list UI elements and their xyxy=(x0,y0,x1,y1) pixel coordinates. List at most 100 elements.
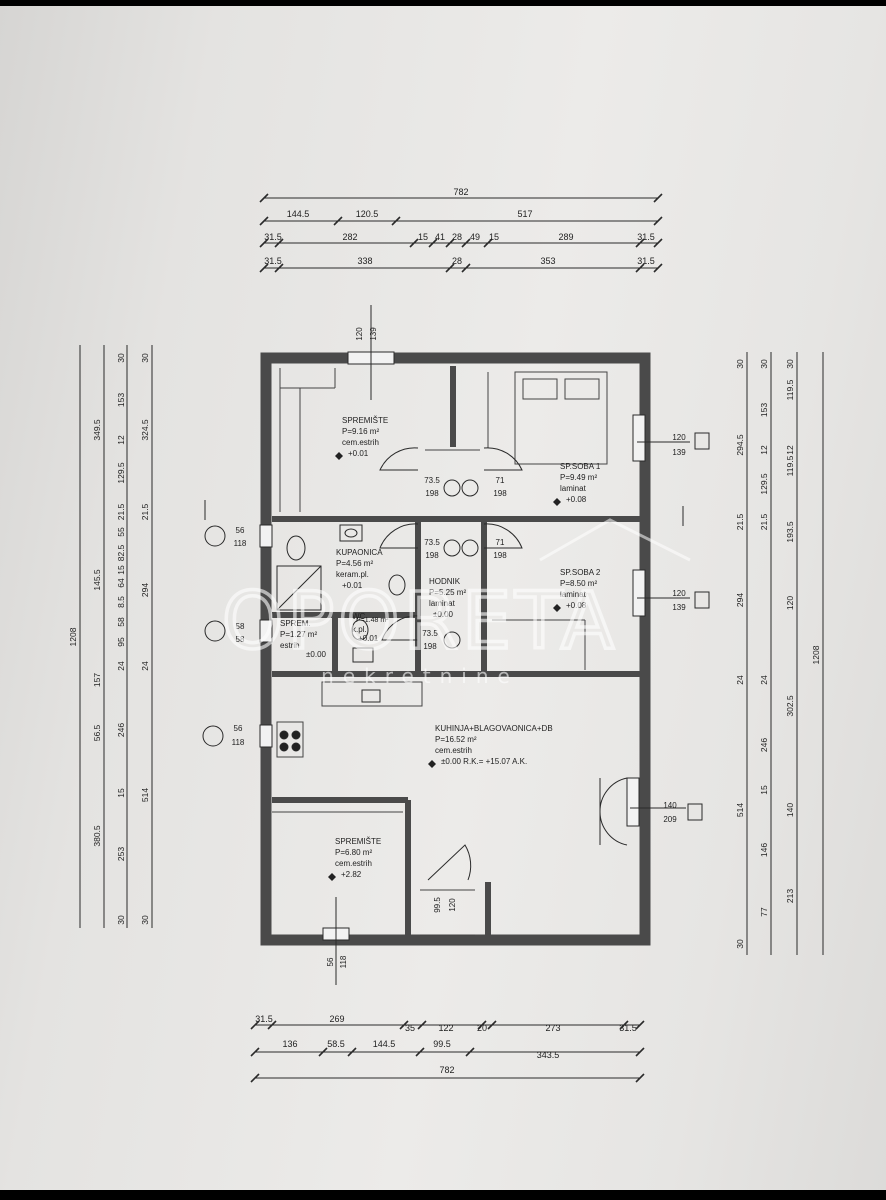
dim-label: 99.5 xyxy=(433,1039,451,1049)
dim-label: 517 xyxy=(517,209,532,219)
room-wc: WC P=1.48 m² k.pl. +0.01 xyxy=(352,612,389,643)
dim-label: 282 xyxy=(342,232,357,242)
room-floor: estrih xyxy=(280,641,300,650)
dim-label: 140 xyxy=(785,803,795,817)
opening-height: 139 xyxy=(369,327,378,341)
room-level: ±0.00 R.K.= +15.07 A.K. xyxy=(441,757,527,766)
door-height: 120 xyxy=(448,898,457,912)
door-height: 198 xyxy=(423,642,437,651)
room-floor: cem.estrih xyxy=(335,859,372,868)
dim-label: 64 xyxy=(116,578,126,588)
dim-label: 15 xyxy=(418,232,428,242)
opening-width: 58 xyxy=(236,622,245,631)
dim-label: 157 xyxy=(92,673,102,687)
opening-width: 56 xyxy=(236,526,245,535)
dim-label: 77 xyxy=(759,907,769,917)
dim-label: 20 xyxy=(477,1023,487,1033)
dim-label: 349.5 xyxy=(92,419,102,441)
dim-label: 302.5 xyxy=(785,695,795,717)
room-bedroom-1: SP.SOBA 1 P=9.49 m² laminat +0.08 xyxy=(560,462,601,504)
opening-width: 120 xyxy=(672,589,686,598)
dim-label: 30 xyxy=(116,915,126,925)
dim-label: 269 xyxy=(329,1014,344,1024)
dim-label: 24 xyxy=(140,661,150,671)
dim-label: 145.5 xyxy=(92,569,102,591)
room-level: +2.82 xyxy=(341,870,362,879)
dim-label: 31.5 xyxy=(637,232,655,242)
room-labels: SPREMIŠTE P=9.16 m² cem.estrih +0.01 SP.… xyxy=(280,416,601,879)
dim-label: 31.5 xyxy=(264,232,282,242)
room-bedroom-2: SP.SOBA 2 P=8.50 m² laminat +0.08 xyxy=(560,568,601,610)
inner-lines xyxy=(272,368,608,936)
room-area: P=4.56 m² xyxy=(336,559,373,568)
dim-label: 273 xyxy=(545,1023,560,1033)
room-kupaonica: KUPAONICA P=4.56 m² keram.pl. +0.01 xyxy=(336,548,383,590)
dim-label: 1208 xyxy=(68,627,78,646)
opening-height: 139 xyxy=(672,448,686,457)
room-name: SP.SOBA 1 xyxy=(560,462,601,471)
room-name: HODNIK xyxy=(429,577,461,586)
dim-label: 782 xyxy=(453,187,468,197)
door-width: 71 xyxy=(496,538,505,547)
dim-label: 24 xyxy=(759,675,769,685)
dim-label: 95 xyxy=(116,637,126,647)
room-level: ±0.00 xyxy=(433,610,454,619)
room-spremiste-bottom: SPREMIŠTE P=6.80 m² cem.estrih +2.82 xyxy=(335,837,381,879)
dimension-lines xyxy=(79,197,824,1079)
dim-label: 31.5 xyxy=(637,256,655,266)
watermark: OPORETA nekretnine xyxy=(220,575,616,688)
room-floor: cem.estrih xyxy=(342,438,379,447)
dim-label: 380.5 xyxy=(92,825,102,847)
dim-label: 153 xyxy=(116,393,126,407)
room-floor: laminat xyxy=(560,590,587,599)
dim-label: 246 xyxy=(116,723,126,737)
opening-height: 118 xyxy=(232,738,245,747)
room-level: +0.08 xyxy=(566,601,587,610)
dim-label: 41 xyxy=(435,232,445,242)
room-level: +0.01 xyxy=(342,581,363,590)
door-width: 71 xyxy=(496,476,505,485)
dim-label: 49 xyxy=(470,232,480,242)
opening-width: 120 xyxy=(672,433,686,442)
room-area: P=9.16 m² xyxy=(342,427,379,436)
room-floor: k.pl. xyxy=(352,625,367,634)
dim-label: 58 xyxy=(116,617,126,627)
dim-label: 15 xyxy=(759,785,769,795)
dim-label: 324.5 xyxy=(140,419,150,441)
dim-label: 119.5 xyxy=(785,379,795,400)
dim-label: 353 xyxy=(540,256,555,266)
watermark-roof-icon xyxy=(539,518,691,562)
dim-label: 21.5 xyxy=(735,513,745,530)
room-name: KUPAONICA xyxy=(336,548,383,557)
level-markers xyxy=(328,452,561,881)
door-width: 73.5 xyxy=(424,538,440,547)
dim-label: 136 xyxy=(282,1039,297,1049)
dim-label: 35 xyxy=(405,1023,415,1033)
room-area: P=1.27 m² xyxy=(280,630,317,639)
dim-label: 129.5 xyxy=(116,462,126,484)
dim-label: 55 xyxy=(116,527,126,537)
dim-label: 1208 xyxy=(811,645,821,664)
door-height: 198 xyxy=(425,489,439,498)
room-kitchen: KUHINJA+BLAGOVAONICA+DB P=16.52 m² cem.e… xyxy=(435,724,553,766)
dim-label: 28 xyxy=(452,256,462,266)
room-area: P=8.50 m² xyxy=(560,579,597,588)
door-width: 73.5 xyxy=(424,476,440,485)
dim-label: 21.5 xyxy=(116,503,126,520)
dim-label: 144.5 xyxy=(373,1039,396,1049)
door-width: 99.5 xyxy=(433,897,442,913)
dim-label: 129.5 xyxy=(759,473,769,495)
dim-label: 146 xyxy=(759,843,769,857)
opening-width: 56 xyxy=(326,957,335,966)
floor-plan: 782 144.5 120.5 517 31.5 282 15 41 28 49… xyxy=(68,187,824,1083)
floor-plan-sheet: 782 144.5 120.5 517 31.5 282 15 41 28 49… xyxy=(0,6,886,1190)
room-sprem-small: SPREM. P=1.27 m² estrih ±0.00 xyxy=(280,619,327,659)
dim-label: 144.5 xyxy=(287,209,310,219)
dim-label: 213 xyxy=(785,889,795,903)
dim-label: 24 xyxy=(116,661,126,671)
opening-labels: 120 139 120 139 120 139 140 209 56 118 5… xyxy=(232,327,687,969)
opening-width: 56 xyxy=(234,724,243,733)
dim-label: 15 xyxy=(116,565,126,575)
dim-label: 514 xyxy=(735,803,745,817)
dim-label: 120 xyxy=(785,596,795,610)
